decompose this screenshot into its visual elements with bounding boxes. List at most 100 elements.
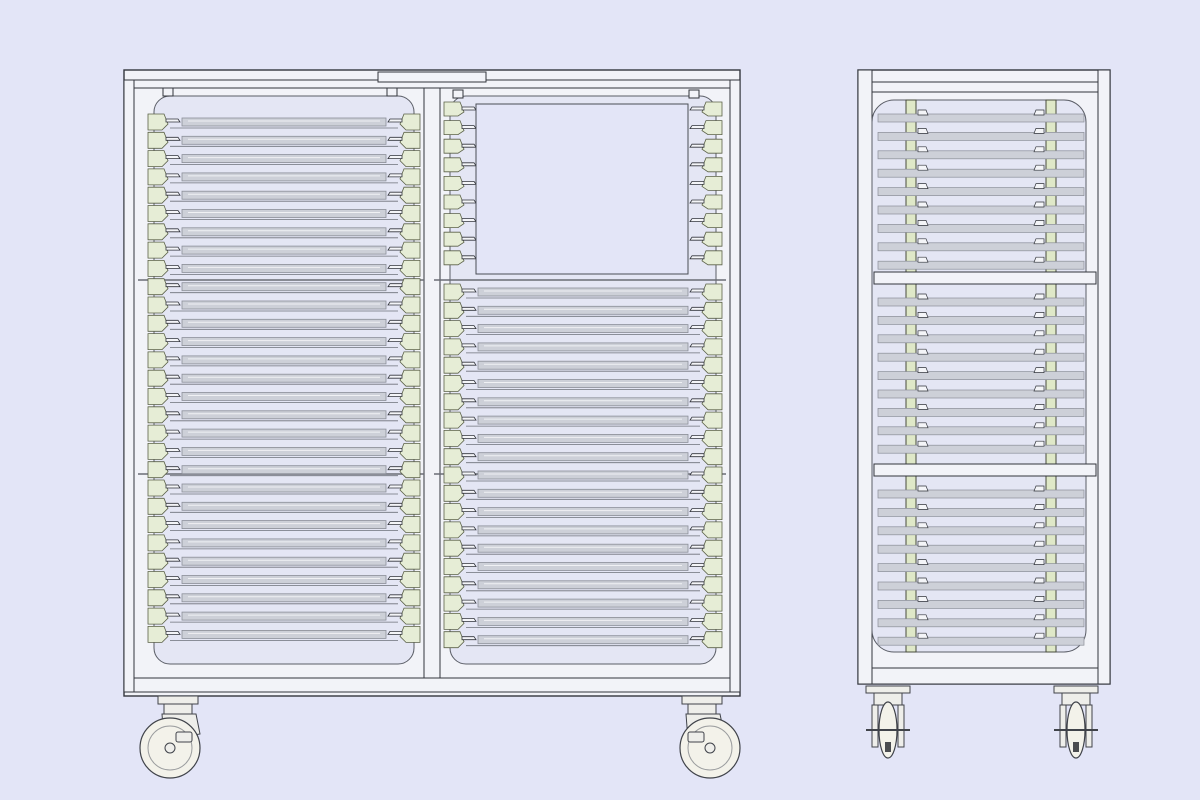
tray-bracket-left [443,231,465,247]
tray-bracket-right [701,503,723,520]
tray-slot-empty [443,231,723,247]
side-tray-clip-left [917,183,929,189]
tray-bracket-right [399,516,421,533]
tray-clip-left [461,125,477,129]
tray-clip-right [689,106,705,111]
side-tray-body [877,544,1085,554]
side-tray-body [877,150,1085,160]
side-tray [877,109,1085,123]
side-tray-body [877,508,1085,517]
side-tray-body [877,618,1085,628]
tray-bracket-left [443,430,465,447]
cart-post-right [729,79,741,693]
tray-clip-left [461,471,477,476]
tray-body [181,117,387,127]
tray-bracket-left [443,157,465,173]
side-tray [877,485,1085,499]
side-tray-clip-right [1033,312,1045,318]
side-tray-body [877,389,1085,399]
side-tray-body [877,426,1085,436]
side-shelf-bar [873,463,1097,477]
side-tray-body [877,444,1085,454]
tray-clip-left [165,155,181,159]
tray-clip-left [461,435,477,439]
tray-clip-left [165,301,181,306]
tray-body [477,507,689,517]
tray [147,516,421,533]
tray-clip-right [387,319,403,324]
side-tray-body [877,581,1085,591]
tray-bracket-right [399,571,421,588]
side-tray-clip-left [917,256,929,263]
tray-clip-right [689,143,705,148]
side-tray-clip-left [917,312,929,318]
tray-bracket-left [443,576,465,594]
tray [147,497,421,515]
side-tray [877,614,1085,628]
caster-brake-pedal [175,731,193,743]
tray-clip-right [387,502,403,507]
tray [147,241,421,259]
side-tray-clip-left [917,540,929,547]
caster-fork-leg [1059,704,1067,748]
side-tray-body [877,297,1085,307]
tray-bracket-right [701,558,723,575]
side-tray-clip-left [917,128,929,134]
tray [147,296,421,314]
tray-bracket-left [443,250,465,266]
tray [443,338,723,356]
tray [147,443,421,460]
tray-bracket-right [701,138,723,154]
side-tray-clip-right [1033,404,1045,410]
caster-fork-leg [871,704,879,748]
tray [443,558,723,575]
tray-body [477,470,689,480]
tray-body [477,287,689,297]
tray-bracket-left [443,539,465,557]
side-tray-body [877,489,1085,499]
tray-clip-right [387,246,403,251]
tray-bracket-left [147,131,169,149]
side-tray [877,404,1085,417]
tray-body [181,410,387,420]
tray-bracket-left [147,296,169,314]
tray-bracket-left [147,168,169,186]
tray-body [181,428,387,438]
tray-clip-left [165,393,181,397]
tray-bracket-left [147,552,169,570]
side-tray [877,385,1085,399]
side-tray-clip-left [917,238,929,245]
tray-bracket-left [443,176,465,191]
top-hanger [688,89,700,99]
side-tray-body [877,526,1085,536]
tray-clip-right [689,453,705,458]
side-tray-body [877,168,1085,178]
side-tray-clip-left [917,522,929,529]
tray-clip-left [165,228,181,233]
tray-clip-right [689,581,705,586]
tray-clip-right [387,521,403,525]
tray-clip-left [461,526,477,531]
tray-bracket-left [147,223,169,241]
tray-bracket-right [701,430,723,447]
caster [1053,685,1099,759]
tray-body [181,575,387,584]
tray-clip-right [689,255,705,260]
tray-bracket-left [443,375,465,392]
side-tray-body [877,187,1085,196]
tray-clip-right [387,136,403,141]
tray-clip-right [689,435,705,439]
tray-clip-right [387,374,403,379]
side-tray-clip-left [917,559,929,565]
tray-body [477,397,689,407]
tray [443,521,723,539]
tray-clip-left [165,557,181,562]
side-tray-clip-right [1033,330,1045,337]
tray-clip-right [689,343,705,348]
tray-clip-left [461,255,477,260]
tray-body [181,190,387,200]
tray-body [181,538,387,548]
tray [147,223,421,241]
cart-center-divider [423,87,441,679]
tray-body [477,379,689,388]
